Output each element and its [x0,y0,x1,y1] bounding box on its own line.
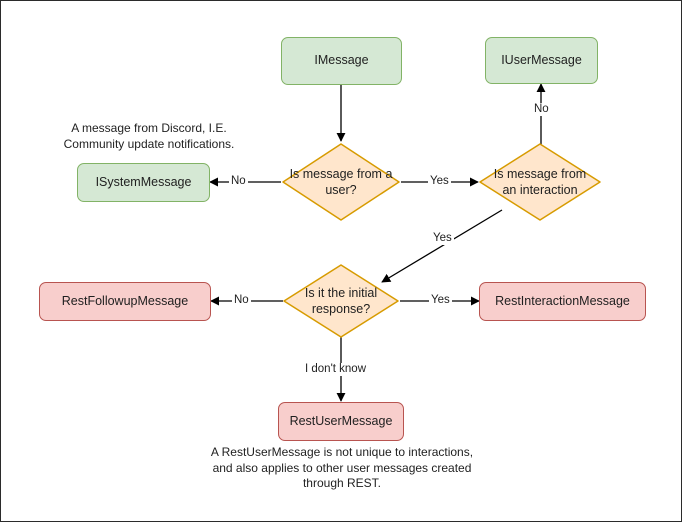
decision-initial-shape [283,264,399,338]
node-iusermessage-label: IUserMessage [501,52,582,67]
node-restfollowupmessage-label: RestFollowupMessage [61,293,189,308]
decision-user-shape [282,143,400,221]
node-isystemmessage-label: ISystemMessage [95,174,192,189]
decision-user-label: Is message from a user? [289,166,393,197]
node-restusermessage-label: RestUserMessage [289,413,393,428]
node-restinteractionmessage-label: RestInteractionMessage [495,293,630,308]
node-restfollowupmessage[interactable]: RestFollowupMessage [39,282,211,321]
decision-initial-label: Is it the initial response? [304,285,378,316]
edge-label-initial-yes: Yes [429,294,452,307]
edge-label-initial-unknown: I don't know [303,363,369,376]
node-imessage-label: IMessage [314,53,369,68]
node-isystemmessage[interactable]: ISystemMessage [77,163,210,202]
edge-label-interaction-yes: Yes [431,232,454,245]
node-iusermessage[interactable]: IUserMessage [485,37,598,84]
edge-label-user-no: No [229,175,248,188]
node-imessage[interactable]: IMessage [281,37,402,85]
node-restinteractionmessage[interactable]: RestInteractionMessage [479,282,646,321]
edge-label-user-yes: Yes [428,175,451,188]
note-rest-user-message: A RestUserMessage is not unique to inter… [210,445,474,491]
decision-interaction-label: Is message from an interaction [493,166,587,197]
decision-is-message-from-user[interactable]: Is message from a user? [281,142,401,222]
decision-is-message-from-interaction[interactable]: Is message from an interaction [478,142,602,222]
note-system-message: A message from Discord, I.E. Community u… [63,121,235,151]
edge-label-initial-no: No [232,294,251,307]
edge-label-interaction-no: No [532,103,551,116]
node-restusermessage[interactable]: RestUserMessage [278,402,404,441]
decision-is-it-the-initial-response[interactable]: Is it the initial response? [282,263,400,339]
decision-interaction-shape [479,143,601,221]
